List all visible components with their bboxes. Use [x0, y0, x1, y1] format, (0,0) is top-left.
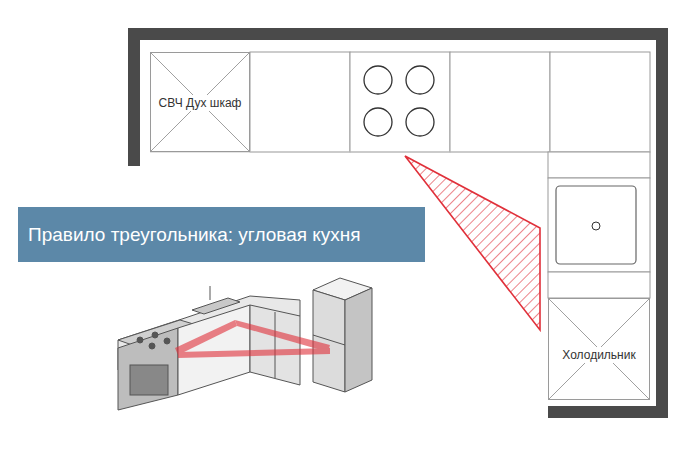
cabinet-box: СВЧ Дух шкаф — [150, 52, 250, 152]
work-triangle — [405, 156, 540, 330]
title: Правило треугольника: угловая кухня — [28, 224, 361, 246]
appliance-label: СВЧ Дух шкаф — [156, 95, 245, 111]
triangle-beams — [175, 320, 330, 358]
side-cabinets — [548, 152, 650, 298]
hob-burners — [364, 66, 434, 136]
top-cabinets — [250, 52, 650, 152]
kitchen-illustration — [118, 278, 372, 410]
appliance-label: Холодильник — [559, 347, 638, 363]
title-band: Правило треугольника: угловая кухня — [18, 207, 425, 262]
sink — [556, 186, 636, 264]
cabinet-box: Холодильник — [548, 298, 650, 400]
